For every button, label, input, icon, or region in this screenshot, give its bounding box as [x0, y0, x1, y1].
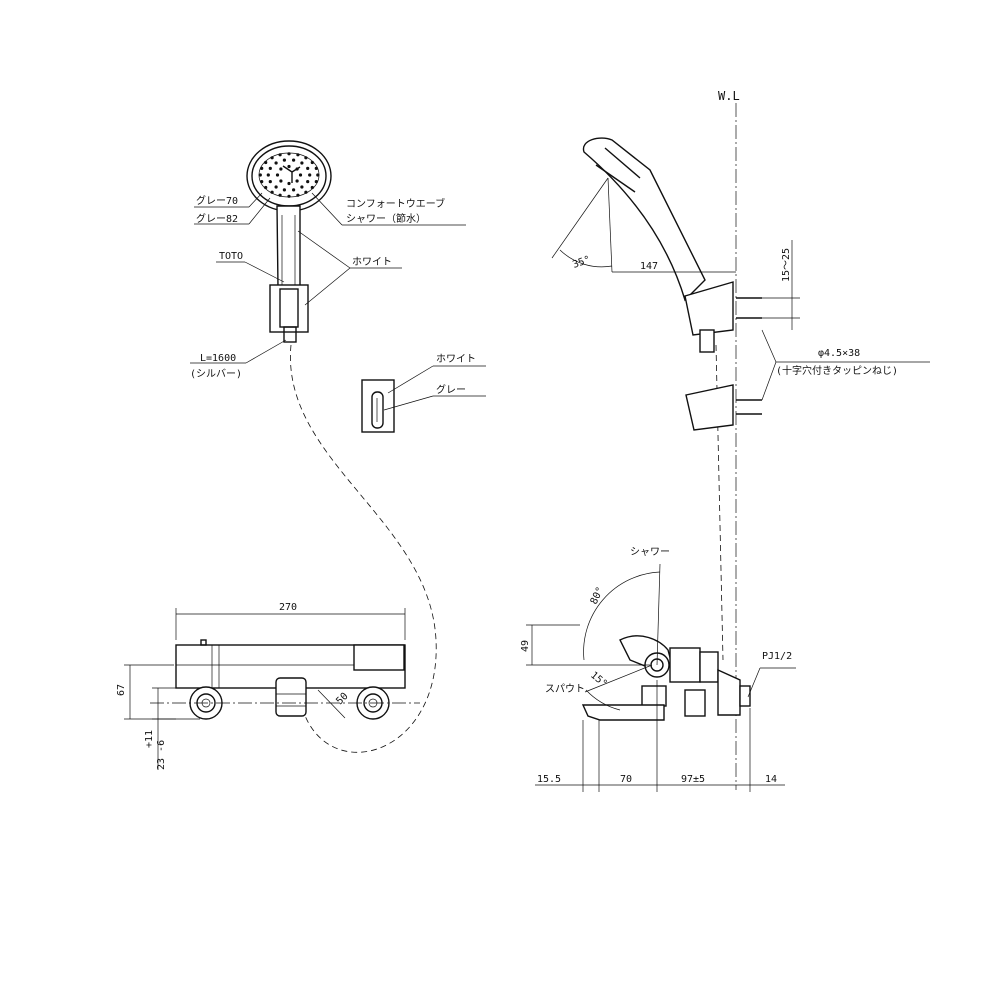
- nozzle-dot: [270, 190, 274, 194]
- nozzle-dot: [264, 160, 268, 165]
- nozzle-dot: [298, 173, 303, 177]
- nozzle-dot: [300, 185, 304, 189]
- nozzle-dot: [266, 173, 270, 177]
- angle-80: 80°: [589, 585, 607, 606]
- nozzle-dot: [275, 173, 280, 177]
- shower-name-sub-label: シャワー（節水）: [346, 212, 426, 225]
- nozzle-dot: [278, 193, 282, 197]
- nozzle-dot: [260, 180, 264, 184]
- nozzle-dot: [270, 156, 274, 160]
- nozzle-dot: [316, 173, 320, 177]
- height-range: 15～25: [781, 248, 792, 282]
- holder-white-label: ホワイト: [436, 353, 476, 365]
- nozzle-dot: [304, 190, 308, 194]
- nozzle-dot: [306, 166, 310, 170]
- hose-color-label: (シルバー): [190, 368, 242, 380]
- nozzle-dot: [268, 166, 272, 170]
- nozzle-dot: [258, 173, 262, 177]
- nozzle-dot: [292, 188, 296, 192]
- holder-detail: [361, 365, 486, 433]
- pipe-label: PJ1/2: [762, 651, 792, 662]
- water-level-label: W.L: [718, 89, 740, 103]
- nozzle-dot: [296, 193, 300, 197]
- nozzle-dot: [308, 173, 312, 177]
- shower-name-label: コンフォートウエーブ: [346, 197, 445, 210]
- nozzle-dots: [258, 152, 320, 198]
- reach-147: 147: [640, 261, 658, 272]
- nozzle-dot: [310, 160, 314, 165]
- side-view: [551, 103, 930, 790]
- nozzle-dot: [287, 181, 291, 186]
- angle-35: 35°: [571, 254, 592, 271]
- nozzle-dot: [292, 158, 296, 162]
- screw-size: φ4.5×38: [818, 348, 860, 359]
- nozzle-dot: [268, 180, 272, 184]
- nozzle-dot: [306, 180, 310, 184]
- brand-label: TOTO: [219, 251, 243, 262]
- front-dimensions: [124, 608, 406, 770]
- dim-97: 97±5: [681, 774, 705, 785]
- nozzle-dot: [287, 164, 291, 169]
- nozzle-dot: [279, 179, 283, 183]
- nozzle-dot: [310, 185, 314, 190]
- nozzle-dot: [314, 166, 318, 170]
- nozzle-dot: [279, 167, 283, 171]
- nozzle-dot: [260, 166, 264, 170]
- width-270: 270: [279, 602, 297, 613]
- nozzle-dot: [274, 161, 278, 165]
- nozzle-dot: [304, 156, 308, 160]
- nozzle-dot: [300, 161, 304, 165]
- white-label: ホワイト: [352, 256, 392, 268]
- tol-minus: 23 -6: [156, 740, 167, 770]
- spout-label: スパウト: [545, 683, 585, 695]
- pitch-50: 50: [334, 691, 350, 707]
- nozzle-dot: [287, 152, 291, 156]
- grey70-label: グレー70: [196, 194, 238, 207]
- angle-15: 15°: [588, 670, 609, 690]
- height-67: 67: [116, 684, 127, 696]
- nozzle-dot: [274, 185, 278, 189]
- holder-grey-label: グレー: [436, 383, 466, 396]
- nozzle-dot: [295, 179, 299, 183]
- tol-plus: +11: [144, 730, 155, 748]
- nozzle-dot: [282, 158, 286, 162]
- nozzle-dot: [264, 185, 268, 190]
- shower-head-front-view: [246, 140, 332, 343]
- nozzle-dot: [314, 180, 318, 184]
- dim-70: 70: [620, 774, 632, 785]
- dim-15-5: 15.5: [537, 774, 561, 785]
- dim-49: 49: [520, 640, 531, 652]
- shower-head-leaders: [190, 192, 466, 364]
- dim-14: 14: [765, 774, 777, 785]
- nozzle-dot: [278, 153, 282, 157]
- shower-label: シャワー: [630, 547, 670, 558]
- grey82-label: グレー82: [196, 212, 238, 225]
- nozzle-dot: [287, 194, 291, 198]
- faucet-front-view: [150, 639, 420, 720]
- screw-type: (十字穴付きタッピンねじ): [776, 364, 898, 377]
- faucet-side-view: [526, 563, 796, 792]
- nozzle-dot: [282, 188, 286, 192]
- nozzle-dot: [296, 153, 300, 157]
- hose-length-label: L=1600: [200, 353, 236, 364]
